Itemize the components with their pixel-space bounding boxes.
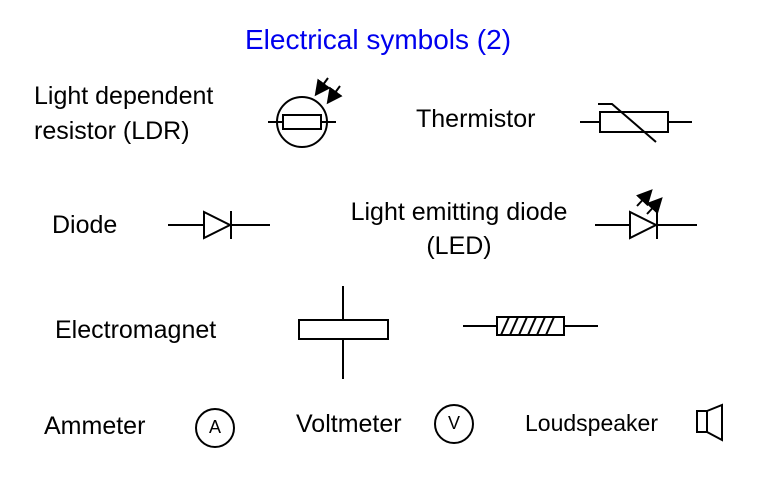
loudspeaker-symbol (696, 403, 723, 442)
loudspeaker-label: Loudspeaker (525, 410, 658, 436)
ldr-label-line2: resistor (LDR) (34, 117, 190, 145)
ammeter-symbol (195, 408, 235, 448)
diode-symbol (168, 210, 270, 240)
diode-label: Diode (52, 211, 118, 239)
ammeter-label: Ammeter (44, 412, 146, 440)
thermistor-label: Thermistor (416, 105, 536, 133)
voltmeter-symbol (434, 404, 474, 444)
led-symbol (595, 189, 697, 240)
ldr-label-line1: Light dependent (34, 82, 214, 110)
led-label-line1: Light emitting diode (350, 198, 568, 226)
led-label-line2: (LED) (426, 232, 492, 260)
ammeter-letter: A (208, 417, 221, 437)
voltmeter-letter: V (447, 413, 460, 433)
ldr-symbol (268, 77, 343, 148)
electromagnet-label: Electromagnet (55, 316, 217, 344)
thermistor-symbol (580, 103, 692, 143)
electromagnet-core-symbol (298, 286, 389, 379)
voltmeter-label: Voltmeter (296, 410, 402, 438)
diagram-title: Electrical symbols (2) (244, 24, 512, 55)
electromagnet-coil-symbol (463, 316, 598, 336)
